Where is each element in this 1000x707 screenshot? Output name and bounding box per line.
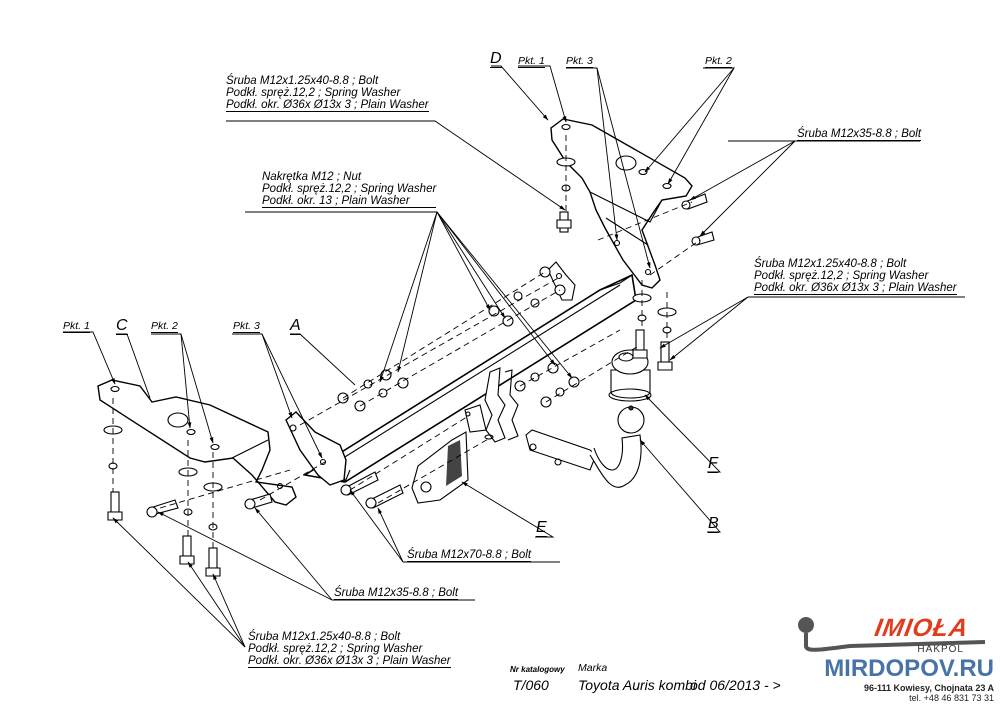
company-sub: HAKPOL: [917, 644, 964, 655]
part-label-e: E: [536, 519, 547, 537]
label-bolt-m12x35-bottom: Śruba M12x35-8.8 ; Bolt: [334, 587, 459, 600]
brand-label: Marka: [578, 662, 608, 674]
label-bolt-right-mid: Śruba M12x1.25x40-8.8 ; Bolt Podkł. sprę…: [754, 258, 957, 295]
point-label-right-pkt3: Pkt. 3: [566, 55, 593, 68]
catalog-number: T/060: [513, 677, 549, 693]
label-line: Nakrętka M12 ; Nut: [262, 171, 362, 183]
label-line: Podkł. okr. 13 ; Plain Washer: [262, 195, 437, 208]
point-label-left-pkt2: Pkt. 2: [151, 320, 178, 333]
point-label-left-pkt3: Pkt. 3: [233, 320, 260, 333]
point-label-left-pkt1: Pkt. 1: [63, 320, 90, 333]
label-bolt-right-top: Śruba M12x35-8.8 ; Bolt: [797, 128, 922, 141]
part-label-d: D: [490, 50, 502, 68]
company-logo: IMIOŁA: [872, 614, 971, 642]
part-label-b: B: [708, 515, 719, 533]
assembly-lines: [112, 135, 701, 548]
label-bolt-m12x70: Śruba M12x70-8.8 ; Bolt: [407, 549, 532, 562]
label-line: Podkł. spręż.12,2 ; Spring Washer: [262, 183, 437, 195]
label-line: Podkł. spręż.12,2 ; Spring Washer: [248, 643, 423, 655]
date-range: od 06/2013 - >: [690, 677, 781, 693]
point-label-right-pkt2: Pkt. 2: [705, 55, 732, 68]
catalog-label: Nr katalogowy: [510, 665, 565, 674]
point-label-right-pkt1: Pkt. 1: [518, 55, 545, 68]
company-phone: tel. +48 46 831 73 31: [909, 693, 994, 703]
part-label-c: C: [116, 317, 128, 335]
company-address: 96-111 Kowiesy, Chojnata 23 A: [863, 683, 994, 693]
tow-ball-b: [525, 405, 645, 488]
label-line: Śruba M12x1.25x40-8.8 ; Bolt: [248, 631, 401, 643]
washers: [103, 157, 677, 531]
company-brand-block: IMIOŁA HAKPOL MIRDOPOV.RU 96-111 Kowiesy…: [798, 612, 994, 704]
label-bolt-top-left: Śruba M12x1.25x40-8.8 ; Bolt Podkł. sprę…: [226, 75, 429, 112]
label-line: Podkł. okr. Ø36x Ø13x 3 ; Plain Washer: [248, 655, 451, 668]
part-label-a: A: [290, 317, 301, 335]
label-line: Podkł. okr. Ø36x Ø13x 3 ; Plain Washer: [226, 99, 429, 112]
crossbar-a: [285, 261, 637, 486]
label-line: Podkł. okr. Ø36x Ø13x 3 ; Plain Washer: [754, 282, 957, 295]
label-bolt-bottom-left: Śruba M12x1.25x40-8.8 ; Bolt Podkł. sprę…: [248, 631, 451, 668]
label-line: Podkł. spręż.12,2 ; Spring Washer: [754, 270, 929, 282]
label-line: Śruba M12x1.25x40-8.8 ; Bolt: [754, 258, 907, 270]
watermark: MIRDOPOV.RU: [824, 655, 994, 682]
vehicle-name: Toyota Auris kombi: [578, 677, 697, 693]
label-line: Podkł. spręż.12,2 ; Spring Washer: [226, 87, 401, 99]
logo-hook-icon: [798, 617, 986, 652]
bracket-d: [550, 118, 693, 289]
label-line: Śruba M12x1.25x40-8.8 ; Bolt: [226, 75, 379, 87]
label-nut-group: Nakrętka M12 ; Nut Podkł. spręż.12,2 ; S…: [262, 171, 437, 208]
part-label-f: F: [708, 455, 718, 473]
bracket-c: [97, 379, 297, 506]
